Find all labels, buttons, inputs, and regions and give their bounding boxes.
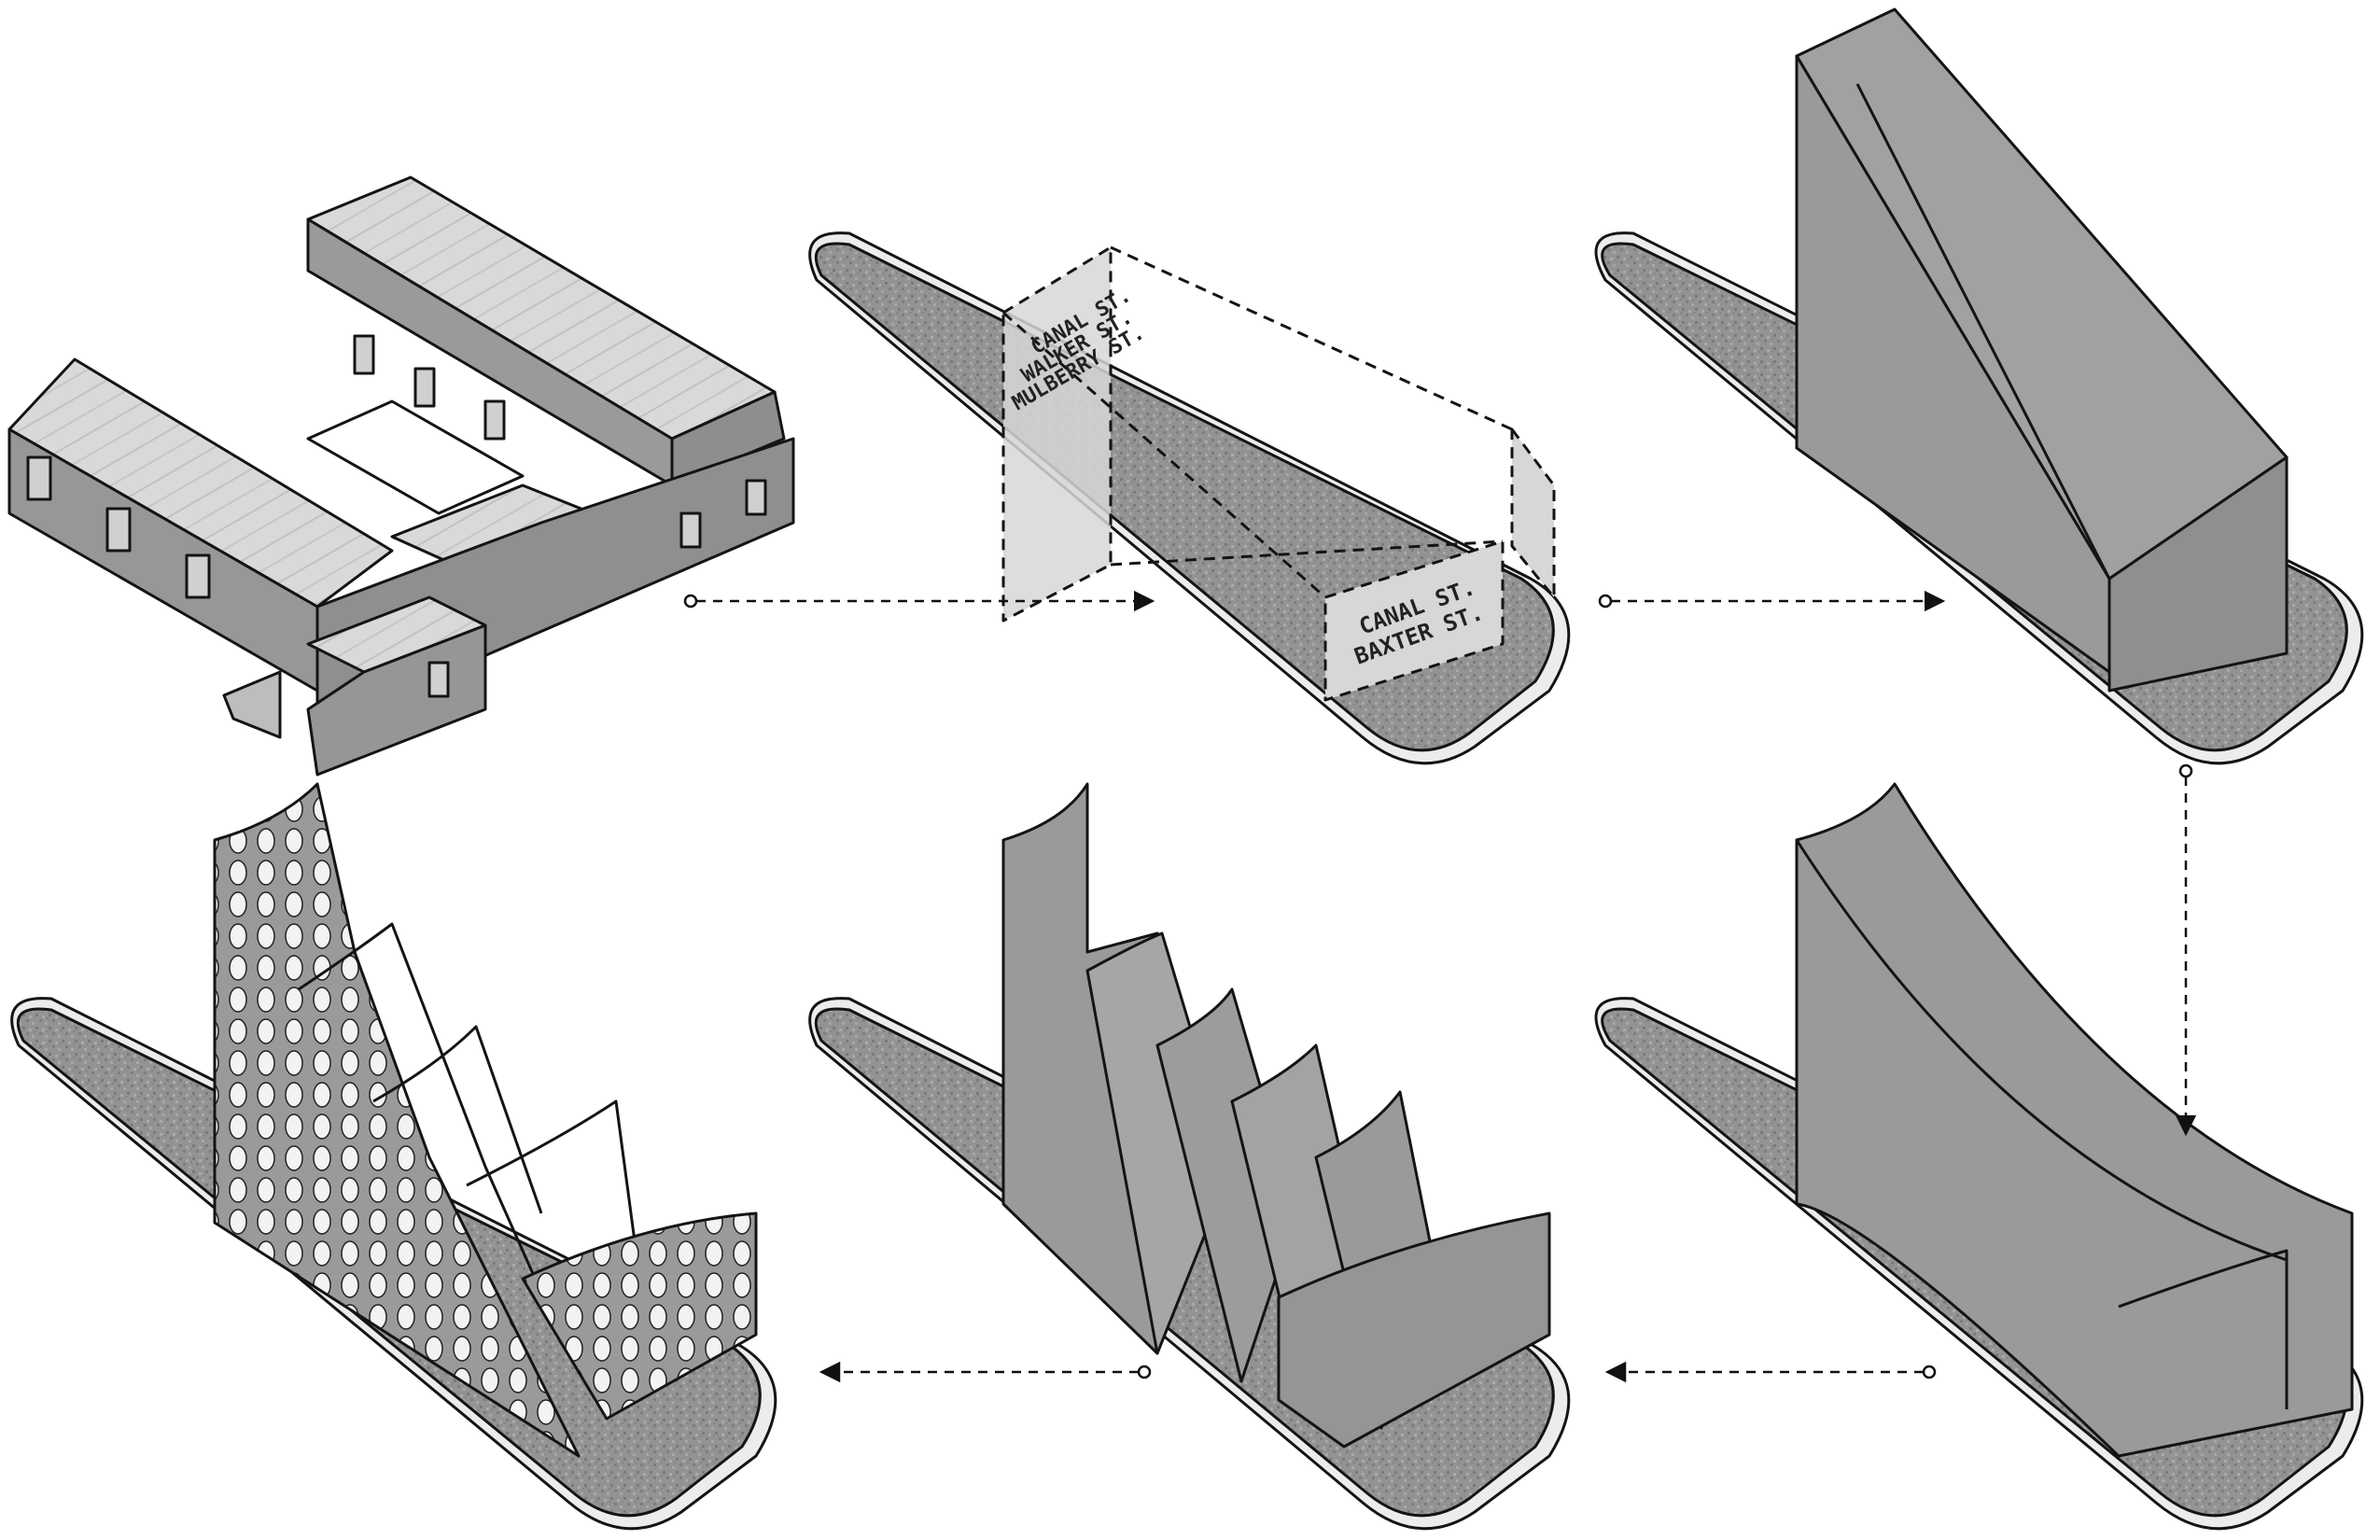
process-arrows (683, 590, 2197, 1383)
site-with-planes: CANAL ST. WALKER ST. MULBERRY ST. CANAL … (808, 231, 1571, 765)
arrow-5-origin (1137, 1365, 1152, 1379)
arrow-2-origin (1598, 594, 1613, 609)
curved-roof-volume (1594, 782, 2364, 1531)
perforated-lattice (10, 782, 777, 1531)
vaulted-segments (808, 782, 1571, 1531)
arrow-3-origin (2178, 763, 2193, 778)
extruded-volume (1594, 7, 2364, 765)
arrow-4-origin (1922, 1365, 1937, 1379)
arrow-1-origin (683, 594, 698, 609)
existing-building (7, 175, 795, 777)
